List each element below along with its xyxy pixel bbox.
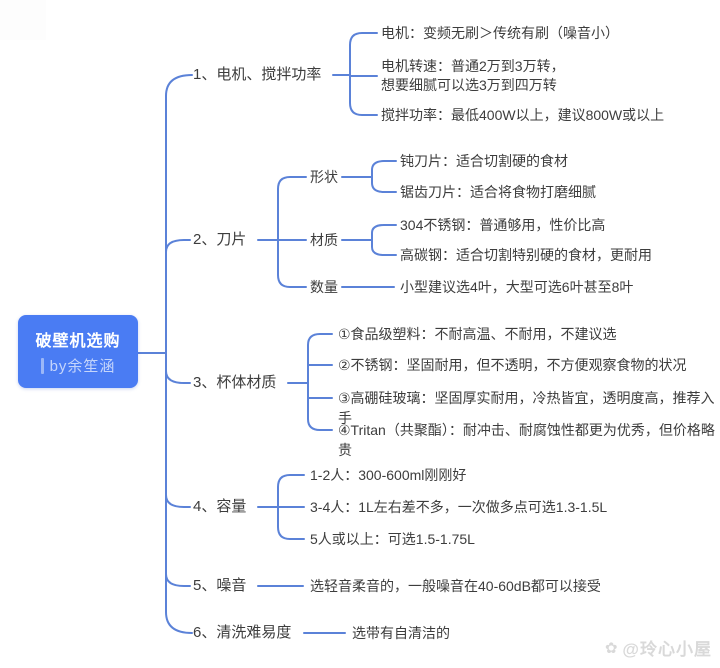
leaf-tritan-cup[interactable]: ④Tritan（共聚酯）：耐冲击、耐腐蚀性都更为优秀，但价格略贵 [338,422,715,458]
connector-trunk [165,74,193,634]
leaf-glass-cup[interactable]: ③高硼硅玻璃：坚固厚实耐用，冷热皆宜，透明度高，推荐入手 [338,390,715,426]
watermark: ✿ @玲心小屋 [605,635,712,660]
connector-material-bracket [371,224,397,256]
leaf-blunt-blade[interactable]: 钝刀片：适合切割硬的食材 [400,153,568,169]
sub-node-material[interactable]: 材质 [310,232,338,248]
leaf-motor-type[interactable]: 电机：变频无刷＞传统有刷（噪音小） [381,25,619,41]
leaf-capacity-medium[interactable]: 3-4人：1L左右差不多，一次做多点可选1.3-1.5L [310,499,608,515]
branch-node-motor[interactable]: 1、电机、搅拌功率 [193,66,322,83]
connector-branch3-bracket [307,333,333,431]
watermark-icon: ✿ [604,639,619,657]
leaf-carbon-steel[interactable]: 高碳钢：适合切割特别硬的食材，更耐用 [400,247,652,263]
author-accent-bar [40,357,44,374]
corner-smudge [0,0,46,40]
leaf-capacity-small[interactable]: 1-2人：300-600ml刚刚好 [310,467,467,483]
root-author-row: by余笙涵 [40,355,116,376]
connector-branch2-stub [165,239,191,253]
leaf-serrated-blade[interactable]: 锯齿刀片：适合将食物打磨细腻 [400,184,596,200]
connector-branch3-stub [165,370,191,384]
connector-branch4-stub [165,494,191,508]
branch-node-noise[interactable]: 5、噪音 [193,577,247,594]
branch-node-cleaning[interactable]: 6、清洗难易度 [193,624,292,641]
connector-branch1-bracket [349,32,378,116]
sub-node-quantity[interactable]: 数量 [310,279,338,295]
leaf-blade-count[interactable]: 小型建议选4叶，大型可选6叶甚至8叶 [400,279,634,295]
connector-shape-bracket [371,160,397,193]
connector-branch2-bracket [277,176,307,288]
watermark-label: @玲心小屋 [622,640,712,659]
branch-node-blade[interactable]: 2、刀片 [193,231,247,248]
leaf-noise-level[interactable]: 选轻音柔音的，一般噪音在40-60dB都可以接受 [310,578,601,594]
connector-branch5-stub [165,573,191,587]
branch-node-capacity[interactable]: 4、容量 [193,498,247,515]
root-author: by余笙涵 [49,358,116,375]
root-title: 破壁机选购 [35,333,121,350]
branch-node-cup[interactable]: 3、杯体材质 [193,374,277,391]
leaf-steel-cup[interactable]: ②不锈钢：坚固耐用，但不透明，不方便观察食物的状况 [338,357,687,373]
leaf-304-steel[interactable]: 304不锈钢：普通够用，性价比高 [400,217,606,233]
leaf-motor-power[interactable]: 搅拌功率：最低400W以上，建议800W或以上 [381,107,665,123]
leaf-self-cleaning[interactable]: 选带有自清洁的 [352,625,450,641]
sub-node-shape[interactable]: 形状 [310,169,338,185]
root-node[interactable]: 破壁机选购 by余笙涵 [18,315,138,388]
leaf-capacity-large[interactable]: 5人或以上：可选1.5-1.75L [310,531,475,547]
leaf-plastic-cup[interactable]: ①食品级塑料：不耐高温、不耐用，不建议选 [338,326,617,342]
leaf-motor-speed[interactable]: 电机转速：普通2万到3万转， 想要细腻可以选3万到四万转 [381,58,565,93]
